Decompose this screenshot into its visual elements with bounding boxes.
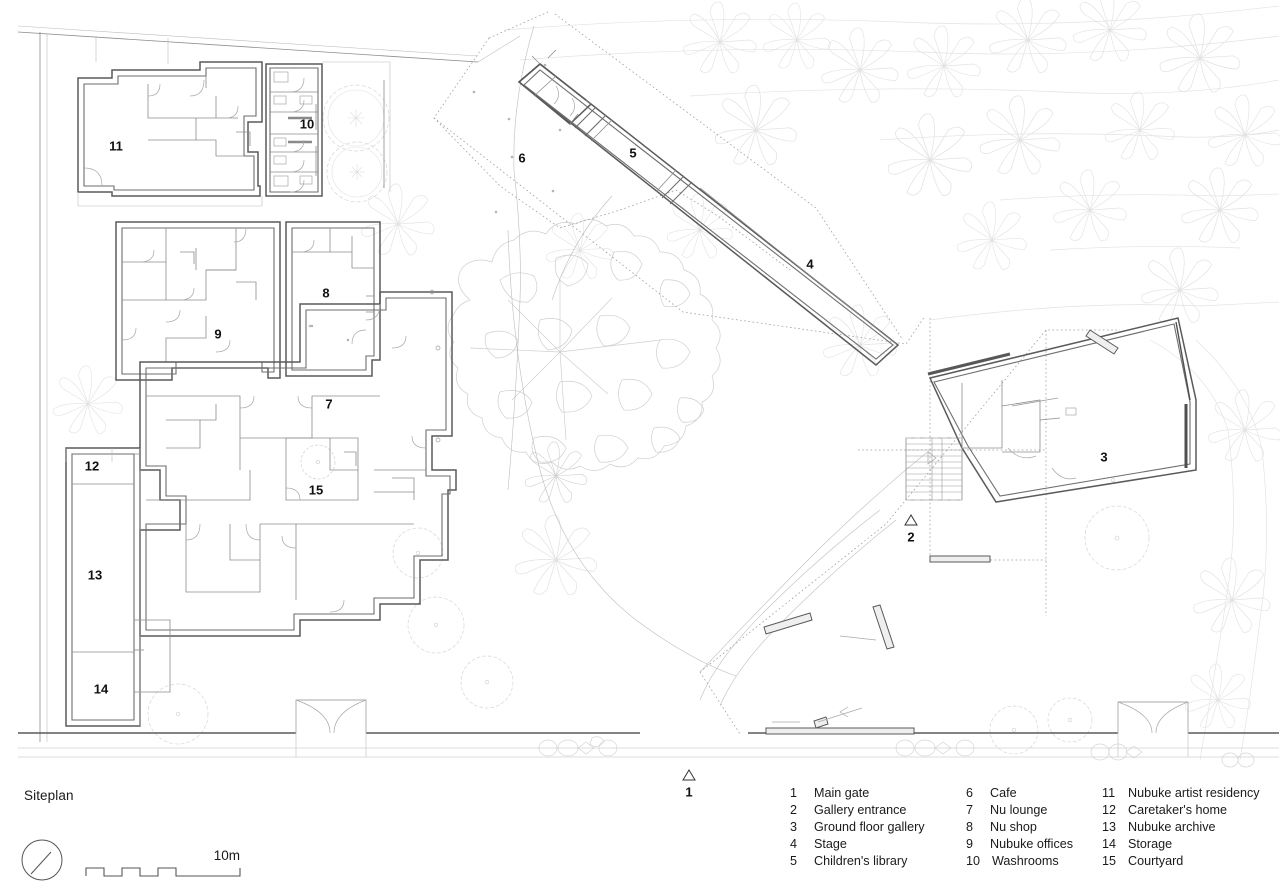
legend-item: 15 Courtyard	[1102, 854, 1280, 868]
legend-column-1: 1 Main gate 2 Gallery entrance 3 Ground …	[790, 786, 966, 868]
legend-item: 4 Stage	[790, 837, 966, 851]
scale-bar-graphic	[85, 867, 241, 877]
legend: 1 Main gate 2 Gallery entrance 3 Ground …	[790, 786, 1280, 868]
legend-item: 7 Nu lounge	[966, 803, 1102, 817]
building-10-washrooms	[265, 61, 391, 197]
legend-item: 11 Nubuke artist residency	[1102, 786, 1280, 800]
vegetation-layer	[53, 0, 1280, 768]
plan-label-3: 3	[1100, 449, 1107, 464]
scale-label: 10m	[214, 848, 240, 863]
paving-outlines	[433, 11, 1120, 735]
plan-label-12: 12	[85, 458, 99, 473]
page-title: Siteplan	[24, 788, 74, 803]
legend-label: Caretaker's home	[1128, 803, 1227, 817]
legend-label: Children's library	[814, 854, 908, 868]
plan-label-11: 11	[109, 138, 123, 153]
legend-number: 7	[966, 803, 974, 817]
legend-item: 13 Nubuke archive	[1102, 820, 1280, 834]
legend-label: Nubuke offices	[990, 837, 1074, 851]
building-3-ground-floor-gallery	[763, 317, 1197, 735]
legend-label: Cafe	[990, 786, 1017, 800]
plan-label-7: 7	[325, 396, 332, 411]
legend-number: 2	[790, 803, 798, 817]
legend-number: 4	[790, 837, 798, 851]
legend-label: Ground floor gallery	[814, 820, 925, 834]
marker-triangle-1	[682, 769, 696, 781]
legend-item: 9 Nubuke offices	[966, 837, 1102, 851]
legend-number: 14	[1102, 837, 1117, 851]
entrance-stair	[905, 437, 963, 501]
bottom-shrub-row	[538, 736, 1255, 768]
plan-label-10: 10	[300, 116, 314, 131]
legend-item: 10 Washrooms	[966, 854, 1102, 868]
building-12-13-14-block	[65, 447, 171, 727]
legend-item: 12 Caretaker's home	[1102, 803, 1280, 817]
legend-label: Washrooms	[992, 854, 1059, 868]
legend-label: Main gate	[814, 786, 870, 800]
legend-number: 5	[790, 854, 798, 868]
plan-label-6: 6	[518, 150, 525, 165]
legend-item: 14 Storage	[1102, 837, 1280, 851]
marker-triangle-2	[904, 514, 918, 526]
plan-label-1: 1	[685, 784, 692, 799]
building-9-offices	[115, 221, 281, 381]
landscape-contours	[504, 5, 1280, 761]
legend-item: 5 Children's library	[790, 854, 966, 868]
central-canopy-tree	[447, 25, 721, 503]
legend-label: Storage	[1128, 837, 1173, 851]
building-7-nu-lounge	[139, 289, 457, 637]
plan-label-4: 4	[806, 256, 814, 271]
legend-label: Courtyard	[1128, 854, 1184, 868]
building-8-nu-shop	[285, 221, 381, 377]
scalloped-trees	[147, 84, 1150, 755]
plan-number-labels: 11 10 6 5 4 8 9 7 3 12 15 13 14 2 1	[85, 116, 1108, 799]
legend-label: Nu lounge	[990, 803, 1048, 817]
legend-label: Nubuke artist residency	[1128, 786, 1260, 800]
plan-label-15: 15	[309, 482, 323, 497]
plan-label-9: 9	[214, 326, 221, 341]
legend-item: 8 Nu shop	[966, 820, 1102, 834]
legend-item: 2 Gallery entrance	[790, 803, 966, 817]
legend-item: 6 Cafe	[966, 786, 1102, 800]
plan-label-14: 14	[94, 681, 109, 696]
north-arrow-icon	[21, 839, 63, 881]
plan-label-5: 5	[629, 145, 636, 160]
legend-label: Nu shop	[990, 820, 1037, 834]
legend-column-2: 6 Cafe 7 Nu lounge 8 Nu shop 9 Nubuke of…	[966, 786, 1102, 868]
legend-item: 3 Ground floor gallery	[790, 820, 966, 834]
legend-number: 15	[1102, 854, 1117, 868]
legend-number: 6	[966, 786, 974, 800]
building-11-artist-residency	[77, 36, 263, 207]
building-diagonal-cafe-library-stage	[472, 49, 900, 366]
legend-number: 8	[966, 820, 974, 834]
plan-label-8: 8	[322, 285, 329, 300]
legend-label: Stage	[814, 837, 847, 851]
legend-number: 3	[790, 820, 798, 834]
legend-item: 1 Main gate	[790, 786, 966, 800]
legend-number: 13	[1102, 820, 1117, 834]
legend-number: 9	[966, 837, 974, 851]
legend-column-3: 11 Nubuke artist residency 12 Caretaker'…	[1102, 786, 1280, 868]
legend-label: Nubuke archive	[1128, 820, 1216, 834]
plan-label-2: 2	[907, 529, 914, 544]
legend-number: 10	[966, 854, 981, 868]
plan-label-13: 13	[88, 567, 102, 582]
site-boundary	[17, 25, 1279, 758]
legend-number: 1	[790, 786, 798, 800]
scale-and-north: 10m	[18, 838, 268, 890]
legend-number: 11	[1102, 786, 1116, 800]
legend-label: Gallery entrance	[814, 803, 907, 817]
scale-bar-svg: 10m	[21, 839, 241, 881]
legend-number: 12	[1102, 803, 1117, 817]
